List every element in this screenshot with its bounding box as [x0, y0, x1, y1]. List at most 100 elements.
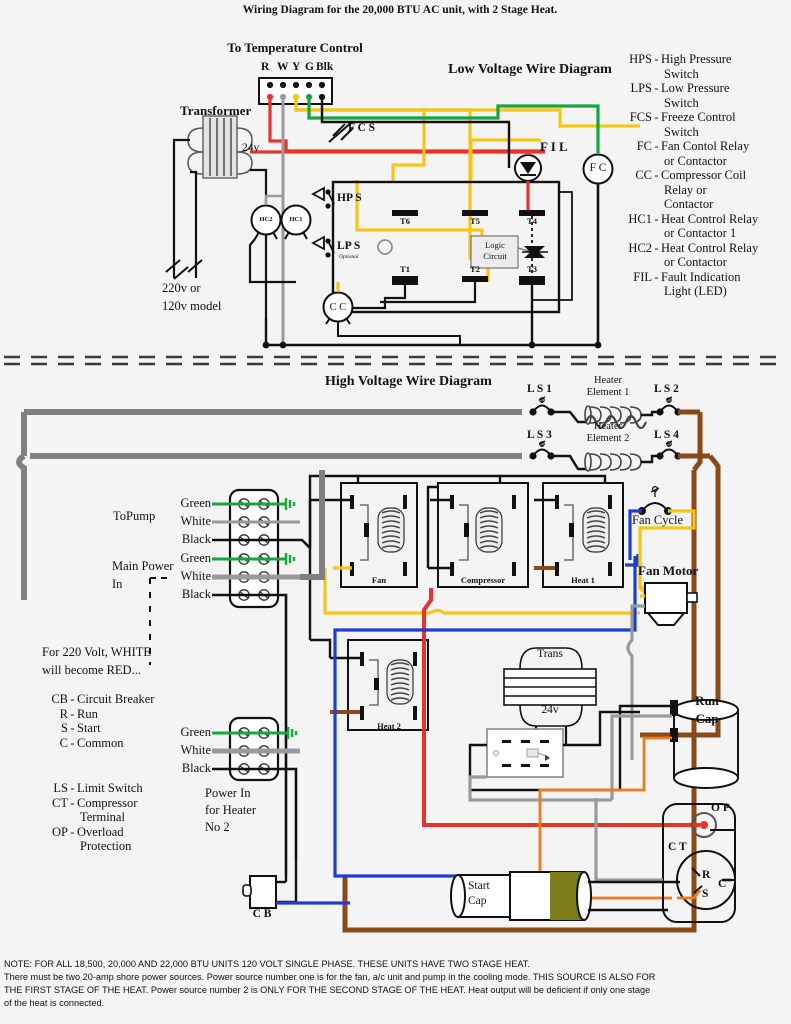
legend-item: HPS-High Pressure	[612, 52, 790, 67]
circuit-breaker-label: C B	[252, 908, 272, 920]
legend-abbr: OP	[52, 824, 68, 839]
footer-note: NOTE: FOR ALL 18,500, 20,000 AND 22,000 …	[4, 958, 787, 1010]
legend-description: Fault Indication	[661, 269, 741, 284]
compressor-start-label: S	[702, 888, 709, 900]
legend-description: Overload	[77, 824, 124, 839]
legend-dash: -	[654, 269, 659, 284]
heater-element-1-label-1: Heater	[594, 375, 622, 386]
heater2-power-label-1: Power In	[205, 786, 251, 800]
relay-fc-label: F C	[589, 162, 607, 174]
run-cap-label-1: Run	[695, 693, 719, 708]
legend-item: CC-Compressor Coil	[612, 168, 790, 183]
legend-description: Circuit Breaker	[77, 692, 155, 706]
legend-item: C-Common	[42, 736, 222, 751]
limit-switch-ls4-label: L S 4	[654, 429, 679, 441]
legend-abbr: R	[59, 706, 68, 721]
legend-description: Compressor Coil	[661, 168, 747, 182]
contactor-fan	[333, 482, 418, 588]
limit-switch-ls3-label: L S 3	[527, 429, 552, 441]
legend-item: R-Run	[42, 707, 222, 722]
temperature-control-terminal-strip	[258, 77, 333, 105]
main-power-label-2: In	[112, 577, 123, 591]
legend-item: CT-Compressor	[42, 796, 232, 811]
footer-note-line-2: There must be two 20-amp shore power sou…	[4, 972, 656, 983]
tb1-wire-green-2: Green	[180, 551, 211, 565]
limit-switch-ls1-label: L S 1	[527, 383, 552, 395]
footer-note-line-3: THE FIRST STAGE OF THE HEAT. Power sourc…	[4, 985, 651, 996]
temperature-control-label: To Temperature Control	[227, 40, 363, 55]
fan-motor	[626, 582, 698, 760]
legend-item: LS-Limit Switch	[42, 781, 232, 796]
terminal-t2-label: T2	[470, 264, 480, 274]
legend-description: Fan Contol Relay	[661, 139, 750, 153]
tb2-wire-black: Black	[181, 761, 211, 775]
legend-description-continued: or Contactor	[664, 255, 727, 269]
hv-transformer-label: Trans	[537, 648, 563, 660]
legend-item: HC1-Heat Control Relay	[612, 212, 790, 227]
contactor-heat2-label: Heat 2	[377, 721, 401, 731]
supply-voltage-label-2: 120v model	[162, 299, 222, 313]
tb1-wire-black-2: Black	[181, 587, 211, 601]
legend-description-continued: Switch	[664, 124, 699, 139]
compressor-run-label: R	[702, 869, 711, 881]
legend-description-continued: Terminal	[80, 810, 125, 824]
switch-fcs-label: F C S	[348, 122, 376, 134]
legend-item: FCS-Freeze Control	[612, 110, 790, 125]
legend-abbr: FCS	[629, 110, 652, 124]
start-cap-label-1: Start	[468, 880, 490, 892]
low-voltage-section-title: Low Voltage Wire Diagram	[448, 62, 612, 77]
contactor-fan-label: Fan	[371, 575, 387, 585]
triac-symbol	[522, 246, 548, 258]
fault-light-label: F I L	[540, 139, 568, 154]
high-voltage-diagram	[16, 396, 739, 933]
legend-dash: -	[70, 781, 75, 795]
control-board-enclosure	[331, 180, 561, 314]
heat-control-relays	[248, 194, 312, 284]
relay-cc-label: C C	[329, 302, 347, 313]
overload-protection-label: O P	[711, 802, 730, 814]
legend-description: Heat Control Relay	[661, 240, 759, 255]
legend-description: Heat Control Relay	[661, 211, 759, 226]
transformer-label: Transformer	[180, 103, 252, 118]
high-voltage-section-title: High Voltage Wire Diagram	[325, 374, 492, 389]
low-voltage-transformer	[165, 115, 268, 318]
compressor-common-label: C	[718, 878, 727, 890]
tb2-wire-green: Green	[180, 725, 211, 739]
legend-item: FIL-Fault Indication	[612, 270, 790, 285]
section-divider	[4, 355, 787, 366]
legend-abbr: HC2	[628, 240, 652, 255]
legend-item: S-Start	[42, 721, 222, 736]
logic-circuit-box	[470, 235, 519, 269]
legend-description: Limit Switch	[77, 781, 143, 795]
legend-description: Compressor	[77, 795, 138, 810]
legend-abbr: CT	[52, 795, 68, 810]
legend-item: CB-Circuit Breaker	[42, 692, 222, 707]
legend-description: Low Pressure	[661, 81, 730, 95]
terminal-t6-label: T6	[400, 216, 410, 226]
terminal-t4-label: T4	[527, 216, 537, 226]
legend-description-continued: or Contactor 1	[664, 226, 737, 240]
tb2-wire-white: White	[180, 743, 211, 757]
start-cap-label-2: Cap	[468, 895, 487, 907]
legend-dash: -	[70, 692, 75, 706]
legend-description: Common	[77, 735, 124, 750]
fault-indication-light	[514, 151, 542, 210]
wire-green-g	[307, 100, 600, 153]
legend-item: LPS-Low Pressure	[612, 81, 790, 96]
run-capacitor	[538, 699, 739, 900]
legend-item: HC2-Heat Control Relay	[612, 241, 790, 256]
legend-dash: -	[654, 211, 659, 226]
switch-lps-optional-label: Optional	[339, 254, 359, 260]
legend-dash: -	[654, 81, 659, 95]
legend-dash: -	[70, 721, 75, 735]
legend-abbr: S	[61, 721, 68, 735]
heater2-power-label-2: for Heater	[205, 803, 257, 817]
main-power-label-1: Main Power	[112, 559, 174, 573]
main-power-terminal-block	[212, 488, 311, 875]
legend-abbr: FIL	[633, 269, 652, 284]
page-title: Wiring Diagram for the 20,000 BTU AC uni…	[242, 4, 558, 16]
low-voltage-diagram	[165, 77, 640, 349]
legend-description-continued: Switch	[664, 66, 699, 81]
